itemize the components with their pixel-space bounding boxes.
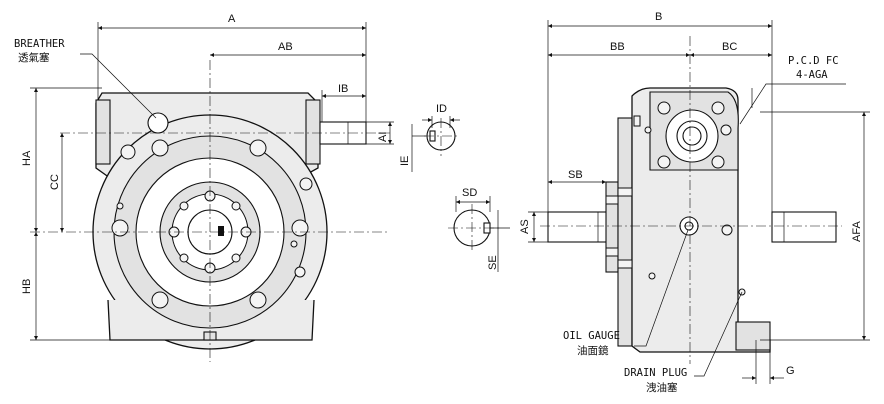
- breather-label: BREATHER: [14, 38, 65, 50]
- breather-label-zh: 透氣塞: [18, 51, 50, 64]
- pcd-label: P.C.D FC: [788, 55, 839, 67]
- dim-bc: BC: [722, 41, 737, 53]
- dim-g: G: [786, 365, 795, 377]
- dim-ib: IB: [338, 83, 348, 95]
- drain-plug-label: DRAIN PLUG: [624, 367, 687, 379]
- dim-cc: CC: [49, 174, 61, 190]
- dim-b: B: [655, 11, 662, 23]
- side-view: [528, 20, 870, 384]
- breather-plug-icon: [147, 112, 169, 134]
- dim-ha: HA: [21, 150, 33, 166]
- breather-leader: [80, 53, 157, 119]
- dim-sb: SB: [568, 169, 583, 181]
- pcd-label-count: 4-AGA: [796, 69, 828, 81]
- dim-ai: AI: [377, 132, 389, 142]
- dim-hb: HB: [21, 279, 33, 294]
- drain-plug-label-zh: 洩油塞: [646, 381, 678, 394]
- dim-id: ID: [436, 103, 447, 115]
- dim-bb: BB: [610, 41, 625, 53]
- dim-as: AS: [519, 219, 531, 234]
- output-shaft-section: [422, 116, 460, 156]
- dim-se: SE: [487, 255, 499, 270]
- dim-sd: SD: [462, 187, 477, 199]
- drain-plug-leader: [694, 291, 743, 377]
- dim-ie: IE: [399, 156, 411, 166]
- oil-gauge-label-zh: 油面鏡: [577, 344, 609, 357]
- dim-a: A: [228, 13, 236, 25]
- input-shaft-section: [448, 196, 510, 272]
- front-view: [30, 22, 426, 362]
- dim-ab: AB: [278, 41, 293, 53]
- oil-gauge-label: OIL GAUGE: [563, 330, 620, 342]
- oil-gauge-leader: [634, 229, 689, 347]
- dim-afa: AFA: [851, 221, 863, 242]
